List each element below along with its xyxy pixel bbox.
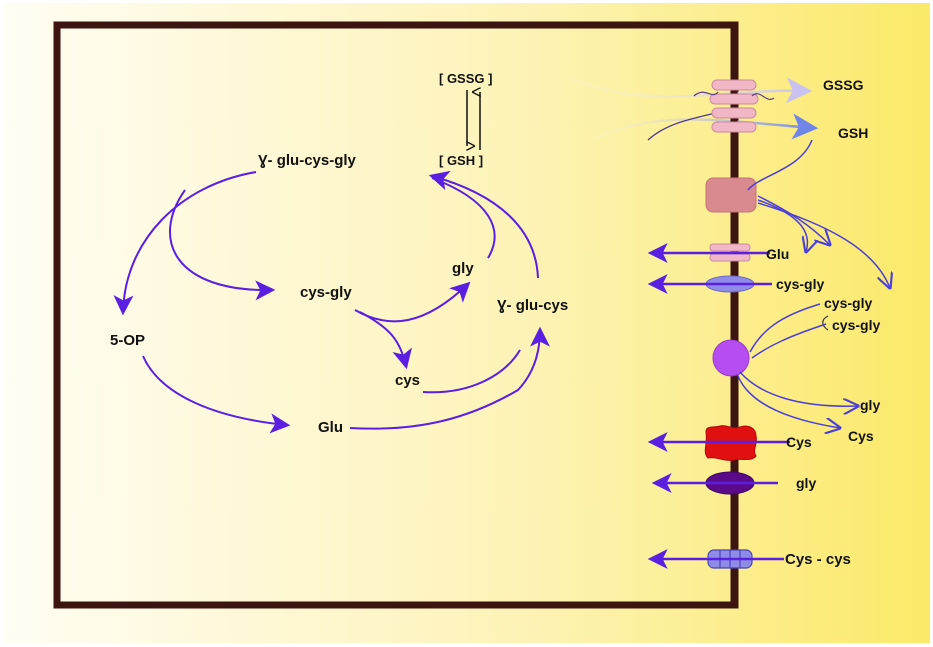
cysgly-dimer-line-b bbox=[751, 323, 827, 359]
cys-gly-dimer-label-a: cys-gly bbox=[824, 295, 872, 311]
extracellular-gssg-label: GSSG bbox=[823, 77, 864, 93]
rose-transporter bbox=[705, 177, 757, 213]
gsh-label: [ GSH ] bbox=[439, 153, 483, 168]
cysgly-dimer-bracket bbox=[822, 315, 829, 331]
cys-label: cys bbox=[395, 372, 420, 389]
cysgly-to-cys-arrow bbox=[359, 311, 412, 370]
gsh-to-glu-arrow bbox=[757, 195, 830, 245]
gsh-to-glu-arrow-2 bbox=[757, 199, 807, 252]
gsh-to-5op-arrow bbox=[113, 171, 257, 316]
gssg-label: [ GSSG ] bbox=[439, 71, 492, 86]
glucys-to-gsh-arrow bbox=[428, 170, 539, 279]
gssg-export-swoosh bbox=[569, 76, 813, 104]
to-gly-arrow bbox=[739, 371, 858, 406]
extracellular-gly-upper-label: gly bbox=[860, 397, 880, 413]
extracellular-cys-upper-label: Cys bbox=[848, 428, 874, 444]
to-cys-arrow bbox=[737, 375, 840, 428]
gsh-degradation-line bbox=[747, 139, 813, 191]
extracellular-gsh-label: GSH bbox=[838, 125, 868, 141]
extracellular-cys-lower-label: Cys bbox=[786, 434, 812, 450]
gsh-export-swoosh bbox=[594, 113, 819, 140]
extracellular-cys-gly-label: cys-gly bbox=[776, 276, 824, 292]
cysgly-dimer-line-a bbox=[749, 303, 821, 353]
glu-to-glucys-arrow bbox=[349, 326, 550, 430]
glu-label: Glu bbox=[318, 419, 343, 436]
extracellular-glu-label: Glu bbox=[766, 246, 789, 262]
five-op-label: 5-OP bbox=[110, 332, 145, 349]
gly-label: gly bbox=[452, 260, 474, 277]
extracellular-cystine-label: Cys - cys bbox=[785, 551, 851, 568]
gsh-to-cysgly-arrow bbox=[757, 202, 890, 288]
extracellular-gly-lower-label: gly bbox=[796, 475, 816, 491]
cys-to-glucys-line bbox=[422, 349, 521, 394]
gsh-transporter-coils bbox=[693, 79, 775, 133]
intracellular-cycle-arrows bbox=[113, 170, 550, 434]
violet-transporter bbox=[712, 339, 750, 377]
glutathione-label: Ɣ- glu-cys-gly bbox=[258, 152, 357, 169]
glu-transporter bbox=[709, 243, 751, 262]
gly-to-gsh-line bbox=[431, 177, 496, 259]
gsh-to-cysgly-arrow bbox=[169, 189, 276, 301]
cys-gly-dimer-label-b: cys-gly bbox=[832, 317, 880, 333]
cys-gly-label: cys-gly bbox=[300, 284, 352, 301]
glu-cys-label: Ɣ- glu-cys bbox=[497, 297, 568, 314]
5op-to-glu-arrow bbox=[142, 355, 291, 434]
